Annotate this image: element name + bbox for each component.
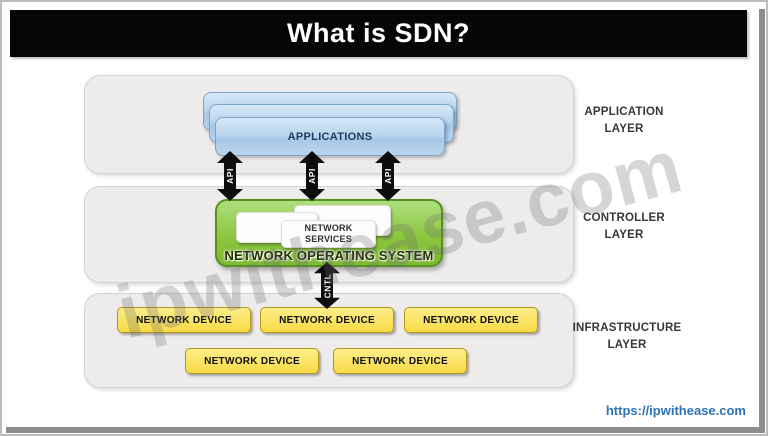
page-title: What is SDN? [286,18,470,48]
network-services-box: NETWORK SERVICES [281,220,376,248]
network-services-label-line2: SERVICES [305,234,352,244]
network-device-label-3: NETWORK DEVICE [423,314,519,326]
network-operating-system-label: NETWORK OPERATING SYSTEM [224,248,434,263]
infrastructure-layer-label-line2: LAYER [607,339,647,351]
infrastructure-layer-label: INFRASTRUCTURE LAYER [564,320,690,354]
cntl-arrow-label: CNTL [321,273,332,298]
controller-layer-label-line1: CONTROLLER [583,212,665,224]
network-device-box-4: NETWORK DEVICE [185,348,319,374]
application-layer-label: APPLICATION LAYER [568,104,680,138]
infrastructure-layer-label-line1: INFRASTRUCTURE [572,322,682,334]
network-services-label-line1: NETWORK [304,223,353,233]
applications-label: APPLICATIONS [287,130,373,143]
api-arrow-1-label: API [224,168,235,184]
network-device-label-2: NETWORK DEVICE [279,314,375,326]
network-device-box-1: NETWORK DEVICE [117,307,251,333]
network-device-label-1: NETWORK DEVICE [136,314,232,326]
network-device-box-5: NETWORK DEVICE [333,348,467,374]
network-device-box-3: NETWORK DEVICE [404,307,538,333]
network-device-label-5: NETWORK DEVICE [352,355,448,367]
api-arrow-3-label: API [382,168,393,184]
application-layer-label-line1: APPLICATION [584,106,664,118]
network-device-box-2: NETWORK DEVICE [260,307,394,333]
page-frame-shadow-bottom [6,427,765,433]
api-arrow-2-label: API [306,168,317,184]
footer-link[interactable]: https://ipwithease.com [605,403,746,418]
controller-layer-label-line2: LAYER [604,229,644,241]
applications-box: APPLICATIONS [215,117,445,156]
network-operating-system-box: NETWORK SERVICES NETWORK OPERATING SYSTE… [215,199,443,267]
application-layer-label-line2: LAYER [604,123,644,135]
controller-layer-label: CONTROLLER LAYER [568,210,680,244]
network-device-label-4: NETWORK DEVICE [204,355,300,367]
title-bar: What is SDN? [10,10,747,57]
page-frame-shadow-right [759,9,765,427]
